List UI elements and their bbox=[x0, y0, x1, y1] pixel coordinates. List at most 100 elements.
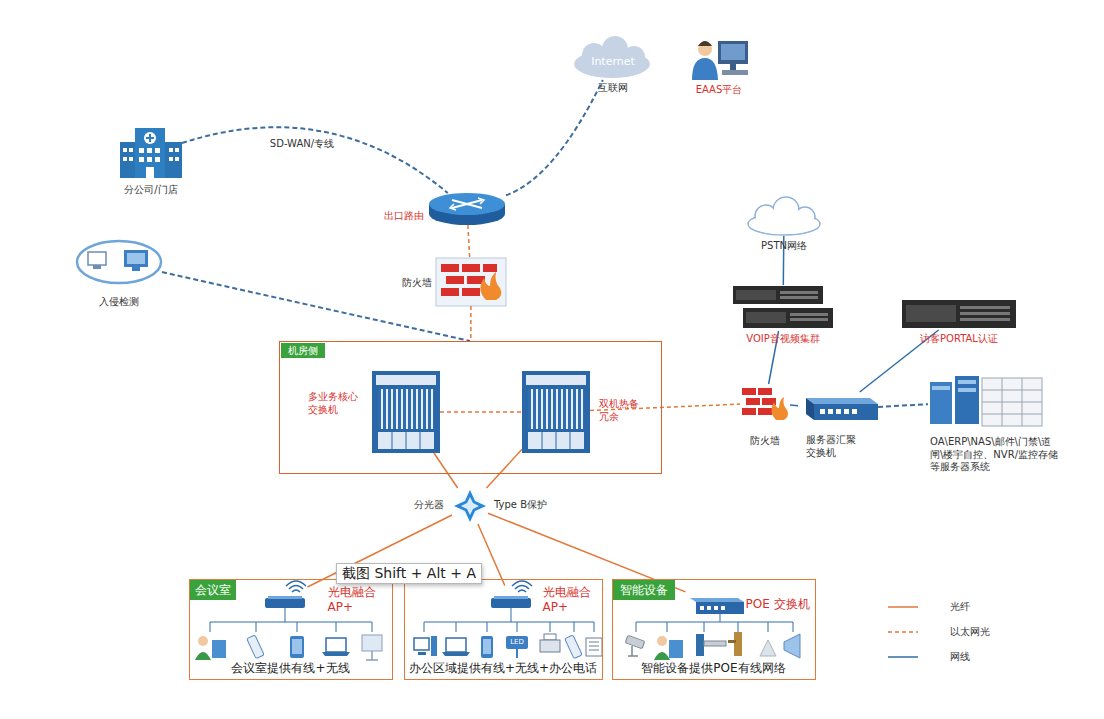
screenshot-tooltip: 截图 Shift + Alt + A bbox=[336, 563, 482, 584]
node-label: Internet bbox=[572, 55, 654, 69]
poe-switch-icon bbox=[721, 606, 725, 610]
server-cluster-icon bbox=[930, 376, 1042, 426]
router-icon bbox=[450, 198, 484, 210]
core-switch-icon bbox=[522, 371, 590, 453]
node-label: POE 交换机 bbox=[746, 597, 826, 612]
node-label: EAAS平台 bbox=[683, 84, 755, 97]
building-icon bbox=[139, 157, 144, 162]
terminal-icons bbox=[414, 638, 429, 650]
node-label: 会议室 bbox=[190, 580, 236, 600]
switch-icon bbox=[828, 409, 833, 414]
operator-icon bbox=[721, 44, 745, 60]
building-icon bbox=[135, 128, 165, 178]
switch-icon bbox=[820, 409, 857, 414]
zone-box: 会议室会议室提供有线+无线光电融合 AP+ bbox=[189, 579, 393, 680]
ids-icon bbox=[77, 241, 161, 283]
cloud-icon bbox=[749, 198, 819, 234]
building-icon bbox=[165, 142, 182, 178]
legend-row: 以太网光 bbox=[888, 625, 1028, 639]
access-point-icon bbox=[491, 581, 532, 608]
terminal-icons bbox=[586, 638, 602, 656]
terminal-icons bbox=[540, 640, 560, 652]
server-room-zone: 机房侧多业务核心 交换机双机热备 冗余 bbox=[279, 341, 662, 474]
legend-row: 网线 bbox=[888, 650, 1028, 664]
network-link bbox=[162, 272, 470, 341]
server-rack-icon bbox=[736, 290, 776, 300]
poe-switch-icon bbox=[690, 598, 744, 602]
router-icon bbox=[429, 193, 505, 215]
ids-icon bbox=[124, 250, 148, 267]
pstn-cloud: PSTN网络 bbox=[746, 198, 822, 236]
terminal-icons bbox=[654, 652, 670, 660]
terminal-icons bbox=[696, 634, 704, 656]
server-rack-icon bbox=[743, 308, 833, 328]
poe-switch-icon bbox=[700, 606, 704, 610]
operator-icon bbox=[698, 42, 712, 56]
server-rack-icon bbox=[780, 296, 818, 299]
operator-icon bbox=[698, 41, 712, 46]
terminal-icons bbox=[442, 652, 470, 656]
internet-cloud: Internet互联网 bbox=[572, 38, 654, 80]
access-point-icon bbox=[494, 596, 528, 599]
building-icon bbox=[175, 157, 179, 161]
building-icon bbox=[123, 157, 127, 161]
core-switch-icon bbox=[542, 432, 570, 449]
zone-box: 智能设备智能设备提供POE有线网络POE 交换机 bbox=[612, 579, 816, 680]
node-caption: Type B保护 bbox=[494, 499, 574, 512]
core-switch-icon bbox=[378, 432, 434, 449]
terminal-icons bbox=[760, 640, 776, 656]
operator-icon bbox=[730, 64, 736, 70]
access-point: 光电融合 AP+ bbox=[488, 586, 534, 612]
network-link bbox=[470, 306, 472, 341]
legend-line bbox=[888, 606, 918, 608]
server-rack-icon bbox=[790, 313, 828, 316]
terminal-icons bbox=[483, 639, 491, 654]
terminal-icons bbox=[657, 636, 667, 646]
cable-tree bbox=[424, 608, 594, 632]
poe-switch-icon bbox=[690, 598, 744, 614]
server-cluster-icon bbox=[930, 382, 952, 424]
building-icon bbox=[146, 167, 154, 178]
portal-server: 访客PORTAL认证 bbox=[902, 298, 1016, 330]
building-icon bbox=[147, 148, 152, 153]
terminal-icons bbox=[362, 635, 382, 651]
poe-switch-icon bbox=[696, 602, 744, 614]
building-icon bbox=[155, 157, 160, 162]
intrusion-detection: 入侵检测 bbox=[76, 240, 162, 285]
terminal-icons bbox=[589, 642, 599, 650]
node-label: 光电融合 AP+ bbox=[543, 585, 597, 615]
building-icon bbox=[123, 148, 127, 152]
network-link bbox=[434, 453, 458, 488]
terminal-icons bbox=[728, 640, 736, 643]
server-cluster-icon bbox=[955, 376, 979, 424]
cloud-icon bbox=[748, 197, 820, 235]
cloud-icon bbox=[756, 206, 776, 226]
building-icon bbox=[129, 148, 133, 152]
network-link bbox=[878, 404, 928, 407]
router-icon bbox=[452, 200, 482, 208]
terminal-icons bbox=[446, 638, 466, 652]
terminal-icons bbox=[247, 635, 264, 659]
server-rack-icon bbox=[746, 312, 786, 323]
operator-icon bbox=[692, 58, 718, 80]
terminal-icons bbox=[784, 634, 800, 658]
building-icon bbox=[123, 148, 179, 178]
legend-text: 网线 bbox=[950, 650, 1026, 664]
terminal-icons bbox=[704, 641, 726, 646]
switch-icon bbox=[844, 409, 849, 414]
poe-switch-icon bbox=[714, 606, 718, 610]
voip-cluster: VOIP音视频集群 bbox=[733, 285, 833, 331]
splitter-icon bbox=[450, 486, 490, 526]
switch-icon bbox=[820, 409, 825, 414]
core-switch-icon bbox=[372, 371, 440, 453]
core-switch-icon bbox=[528, 432, 584, 449]
node-label: 分光器 bbox=[394, 499, 444, 512]
node-label: 办公区域提供有线+无线+办公电话 bbox=[404, 661, 603, 676]
terminal-icons bbox=[669, 640, 683, 658]
building-icon bbox=[144, 132, 156, 144]
splitter-icon bbox=[454, 490, 486, 522]
firewall-icon bbox=[462, 264, 480, 272]
splitter-icon bbox=[461, 497, 479, 515]
building-icon bbox=[175, 148, 179, 152]
